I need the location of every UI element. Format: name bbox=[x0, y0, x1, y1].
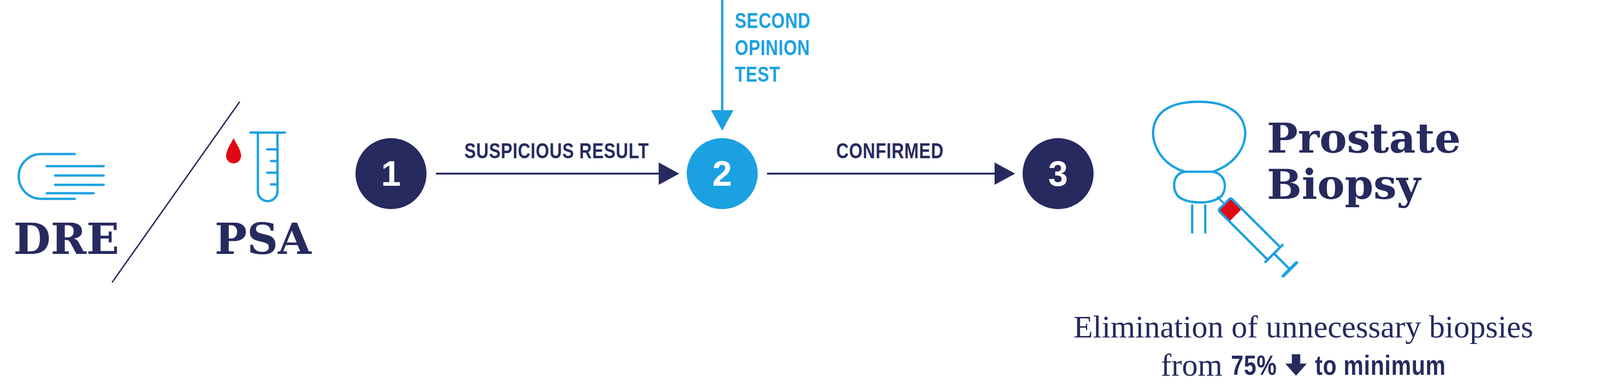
decrease-arrow bbox=[1285, 354, 1307, 377]
caption-figure: 75% bbox=[1230, 349, 1277, 382]
prostate-icon bbox=[1152, 101, 1245, 233]
step-circle: 3 bbox=[1022, 138, 1094, 210]
side-input-label: SECOND OPINION TEST bbox=[734, 7, 811, 89]
caption-text: to minimum bbox=[1315, 349, 1446, 382]
step-circle: 1 bbox=[355, 138, 427, 210]
arrow-label: SUSPICIOUS RESULT bbox=[464, 138, 649, 164]
outcome-title: Prostate Biopsy bbox=[1266, 115, 1461, 208]
step-number: 2 bbox=[712, 156, 733, 192]
step-number: 1 bbox=[381, 156, 401, 192]
step-circle: 2 bbox=[686, 138, 758, 210]
second-opinion-arrow bbox=[721, 0, 724, 129]
caption-text: Elimination of unnecessary biopsies bbox=[1073, 308, 1534, 346]
exam-label: DRE bbox=[13, 214, 120, 265]
arrow-label: CONFIRMED bbox=[836, 138, 944, 164]
blood-drop bbox=[226, 138, 242, 164]
exam-label: PSA bbox=[214, 214, 312, 265]
flow-arrow bbox=[767, 172, 1014, 175]
flow-arrow bbox=[435, 172, 678, 175]
dre-icon bbox=[18, 154, 104, 200]
test-tube-icon bbox=[250, 132, 285, 202]
caption-text: from bbox=[1160, 347, 1223, 384]
step-number: 3 bbox=[1048, 156, 1068, 192]
